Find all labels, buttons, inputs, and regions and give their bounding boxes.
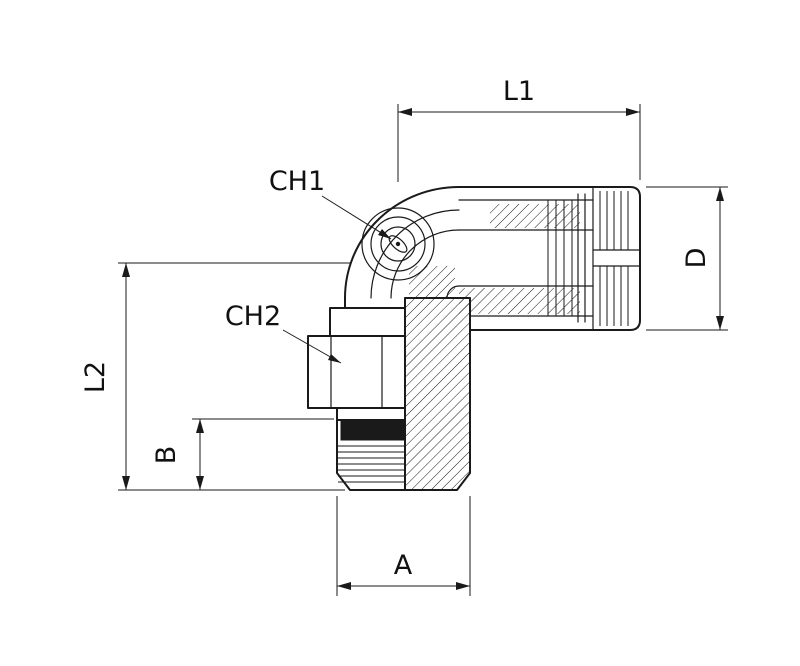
dimension-a: A	[336, 496, 471, 596]
dimension-l2: L2	[80, 262, 351, 491]
callout-ch1: CH1	[269, 166, 392, 240]
dimension-d: D	[646, 186, 728, 331]
callout-ch2: CH2	[225, 301, 342, 364]
cartridge-outer-profile	[458, 186, 641, 331]
dim-label-b: B	[151, 446, 182, 465]
hatch-vertical-body-section	[404, 297, 471, 491]
dim-label-a: A	[394, 550, 413, 581]
section-hatching	[404, 204, 580, 491]
elbow-outer-arc	[344, 186, 460, 309]
callout-label-ch1: CH1	[269, 166, 325, 197]
cartridge-internal-lines	[458, 193, 594, 323]
dimension-l1: L1	[397, 76, 641, 182]
hex-nut	[307, 335, 406, 409]
hex-step	[336, 407, 406, 421]
threaded-stud	[336, 419, 406, 491]
dim-label-l1: L1	[503, 76, 535, 107]
dimension-b: B	[151, 418, 334, 490]
elbow-bore-arc	[446, 285, 460, 299]
elbow-inner-arc-1	[370, 209, 460, 299]
hatch-top-band	[490, 204, 580, 228]
fitting-body	[307, 186, 641, 491]
swivel-cap-detail	[361, 207, 435, 281]
hatch-elbow-foot	[409, 266, 455, 298]
release-collet	[592, 186, 641, 331]
callout-label-ch2: CH2	[225, 301, 281, 332]
swivel-collar	[329, 307, 406, 337]
dim-label-l2: L2	[80, 361, 111, 393]
hatch-bottom-band	[459, 288, 580, 314]
elbow-inner-arc-2	[390, 229, 460, 299]
seal-band	[340, 419, 406, 441]
dim-label-d: D	[681, 248, 712, 269]
